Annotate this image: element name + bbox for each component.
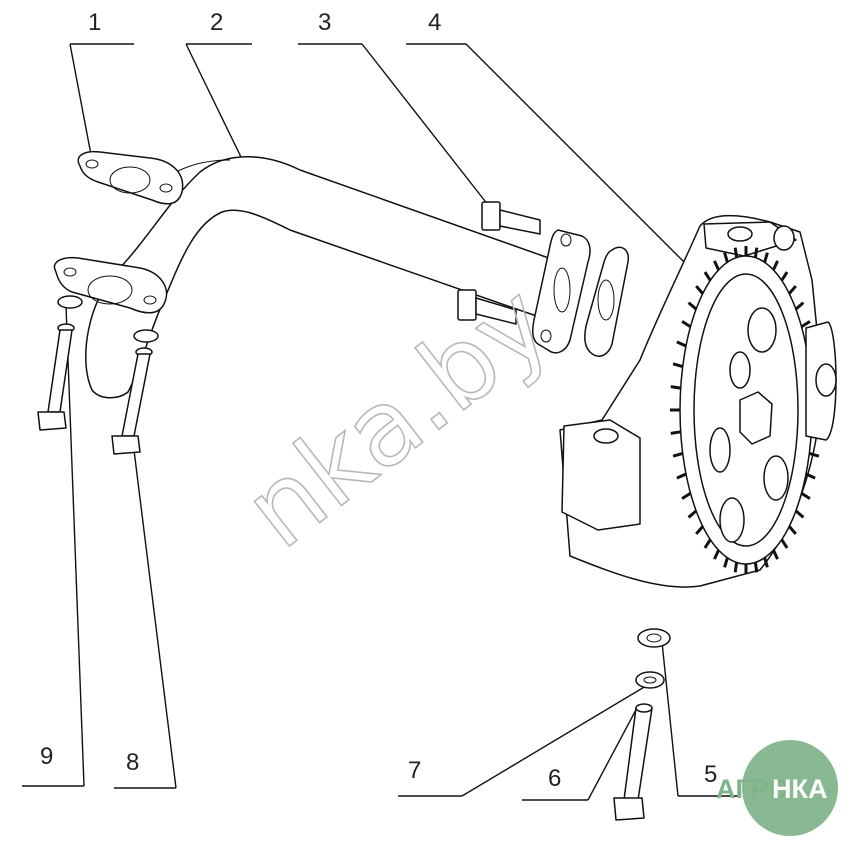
gear-tooth	[723, 557, 729, 568]
gear-tooth	[780, 271, 789, 282]
gear-tooth	[808, 451, 820, 458]
gear-tooth	[687, 301, 698, 311]
callout-label-7: 7	[408, 757, 421, 784]
washer-7	[635, 671, 665, 689]
gear-tooth	[681, 491, 692, 500]
pump-gasket	[584, 246, 629, 357]
gear-tooth	[676, 340, 687, 348]
callout-label-4: 4	[428, 9, 441, 36]
gear-tooth	[772, 549, 779, 560]
flange-bolt-upper	[481, 201, 541, 235]
gear-tooth	[788, 285, 797, 295]
callout-label-3: 3	[318, 9, 331, 36]
agronka-logo: АГРО НКА	[716, 740, 838, 836]
callout-1: 1	[69, 9, 134, 161]
callout-6: 6	[522, 705, 639, 801]
gear-tooth	[703, 538, 712, 549]
washer-5	[637, 628, 671, 648]
inlet-gasket	[77, 150, 184, 205]
gear-tooth	[681, 320, 692, 329]
outlet-flange	[532, 229, 591, 354]
gear-tooth	[753, 562, 759, 573]
callout-5: 5	[661, 641, 740, 797]
gear-tooth	[670, 430, 681, 435]
gear-tooth	[763, 252, 769, 263]
gear-tooth	[676, 472, 687, 480]
flange-bolt-lower	[457, 289, 517, 325]
gear-tooth	[695, 525, 704, 535]
oil-pump-assembly	[559, 215, 837, 588]
gear-tooth	[672, 362, 684, 369]
gear-tooth	[794, 301, 805, 311]
gear-tooth	[703, 271, 712, 282]
gear-tooth	[800, 491, 811, 500]
bolt-6	[613, 703, 653, 821]
gear-tooth	[800, 320, 811, 329]
callout-label-2: 2	[210, 9, 223, 36]
callout-label-1: 1	[88, 9, 101, 36]
gear-tooth	[788, 525, 797, 535]
callout-label-5: 5	[704, 761, 717, 788]
gear-tooth	[713, 549, 720, 560]
gear-tooth	[753, 247, 759, 258]
logo-text-right: НКА	[772, 774, 827, 804]
callout-label-9: 9	[40, 743, 53, 770]
gear-tooth	[723, 252, 729, 263]
logo-text-left: АГРО	[716, 774, 789, 804]
callout-2: 2	[185, 9, 259, 193]
callout-7: 7	[398, 685, 647, 797]
callout-3: 3	[298, 9, 493, 211]
callout-9: 9	[22, 305, 85, 787]
callout-label-8: 8	[126, 749, 139, 776]
gear-tooth	[794, 509, 805, 519]
gear-tooth	[695, 285, 704, 295]
inlet-flange	[53, 256, 168, 314]
gear-tooth	[805, 472, 816, 480]
gear-tooth	[713, 260, 720, 271]
callout-4: 4	[406, 9, 691, 269]
stud-8	[111, 329, 159, 455]
gear-tooth	[670, 385, 681, 390]
gear-tooth	[763, 557, 769, 568]
callout-label-6: 6	[548, 765, 561, 792]
callout-8: 8	[114, 433, 177, 789]
gear-tooth	[672, 451, 684, 458]
gear-tooth	[687, 509, 698, 519]
stud-9	[37, 295, 83, 431]
gear-tooth	[772, 260, 779, 271]
gear-tooth	[733, 562, 739, 573]
watermark-text: nka.by	[222, 261, 572, 572]
gear-tooth	[780, 538, 789, 549]
gear-tooth	[733, 247, 739, 258]
